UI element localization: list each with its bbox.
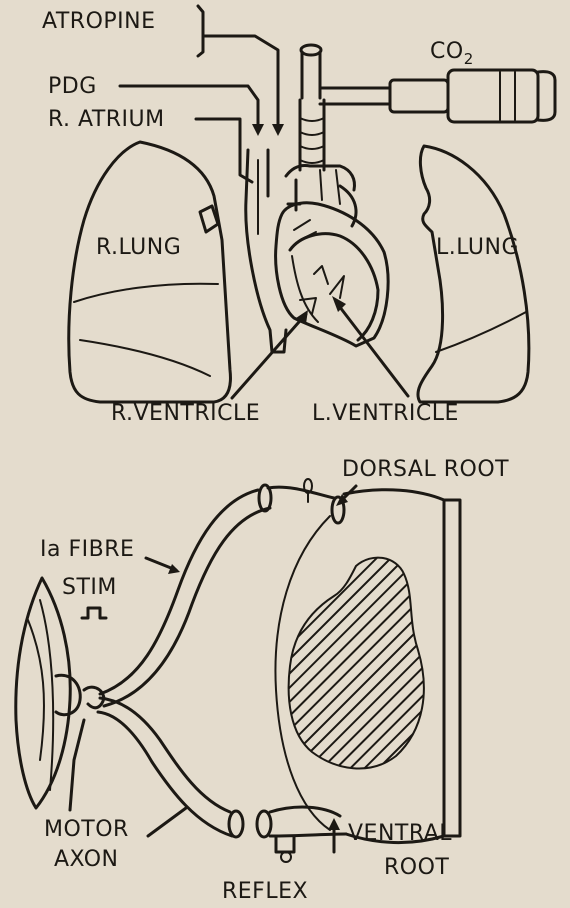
right-lung-fissure-1 <box>74 284 218 302</box>
motor-axon-leader-up <box>70 720 84 810</box>
r-ventricle-label: R.VENTRICLE <box>111 401 260 426</box>
right-lung-fissure-2 <box>80 340 210 376</box>
r-lung-label: R.LUNG <box>96 235 181 260</box>
left-lung-fissure <box>436 312 526 352</box>
heart <box>246 150 388 352</box>
r-atrium-leader <box>196 119 252 182</box>
l-lung-label: L.LUNG <box>436 235 519 260</box>
atropine-arrowhead <box>272 124 284 136</box>
l-ventricle-label: L.VENTRICLE <box>312 401 459 426</box>
reflex-label: REFLEX <box>222 879 308 904</box>
pdg-arrowhead <box>252 124 264 136</box>
co2-syringe <box>301 45 555 122</box>
trachea <box>300 100 324 170</box>
right-lung <box>69 142 231 402</box>
axon-label: AXON <box>54 847 119 872</box>
root-label: ROOT <box>384 855 449 880</box>
l-ventricle-arrowhead <box>332 296 346 312</box>
pdg-label: PDG <box>48 74 97 99</box>
ia-fibre-label: Ia FIBRE <box>40 537 134 562</box>
atropine-label: ATROPINE <box>42 9 156 34</box>
r-atrium-label: R. ATRIUM <box>48 107 165 132</box>
cord-margin <box>444 500 460 836</box>
motor-label: MOTOR <box>44 817 129 842</box>
motor-axon-leader <box>148 808 186 836</box>
stim-label: STIM <box>62 575 117 600</box>
atropine-bracket <box>198 6 278 130</box>
heart-lung-figure: ATROPINE PDG R. ATRIUM CO2 <box>42 6 555 426</box>
left-lung <box>418 146 529 402</box>
ventral-label: VENTRAL <box>348 821 452 846</box>
muscle-fibres <box>28 600 53 790</box>
dorsal-root-label: DORSAL ROOT <box>342 457 509 482</box>
stim-electrode <box>82 608 106 708</box>
reflex-electrode <box>276 836 294 862</box>
ventral-root-arrowhead <box>328 818 340 830</box>
l-ventricle-arrow <box>336 302 408 396</box>
grey-matter <box>289 558 424 769</box>
co2-label: CO2 <box>430 39 474 68</box>
spinal-reflex-figure: DORSAL ROOT <box>16 457 509 904</box>
